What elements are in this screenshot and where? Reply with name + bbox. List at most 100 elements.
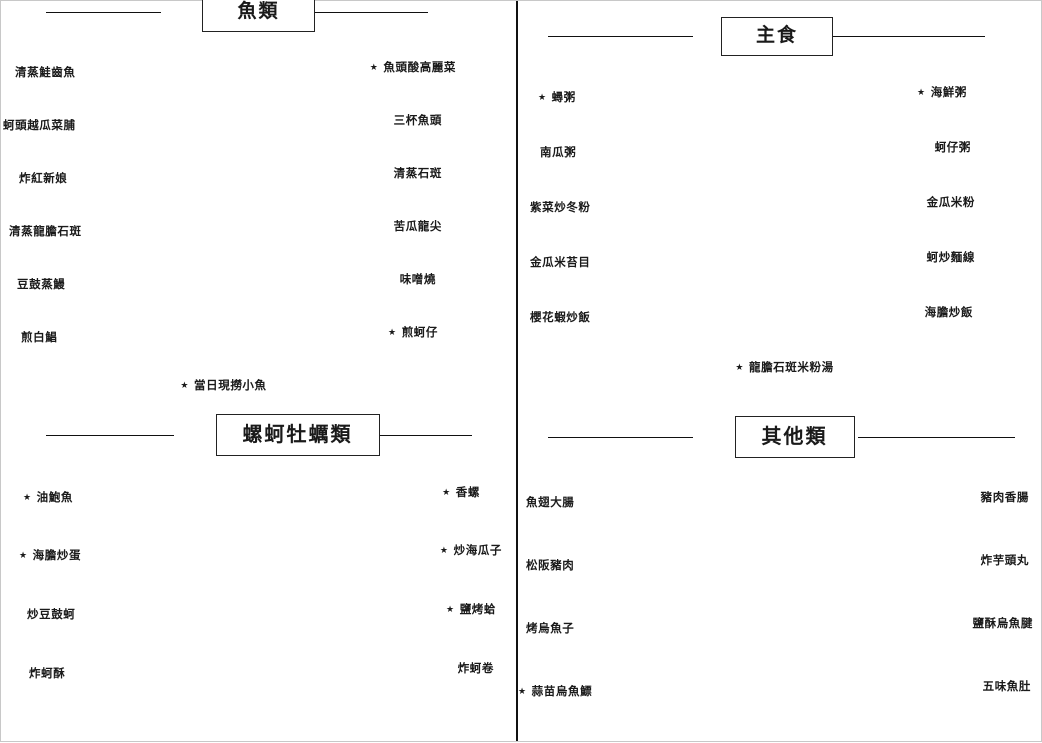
dish-row: 豆鼓蒸鰻 味噌燒 [1, 272, 516, 326]
dish-item: 櫻花蝦炒飯 [530, 310, 591, 324]
section-rule-left [548, 36, 693, 37]
dish-item: 炸蚵酥 [29, 666, 66, 680]
menu-left-page: 魚類 清蒸鮭齒魚 ★魚頭酸高麗菜 蚵頭越瓜菜脯 三杯魚頭 [1, 0, 516, 743]
section-snail-oyster-items: ★油鮑魚 ★香螺 ★海膽炒蛋 ★炒海瓜子 炒豆鼓蚵 ★鹽烤蛤 [1, 485, 516, 721]
dish-row: 炸紅新娘 清蒸石斑 [1, 166, 516, 220]
dish-item-featured: ★龍膽石斑米粉湯 [735, 360, 834, 374]
dish-item: 清蒸石斑 [393, 166, 442, 180]
dish-row: 蚵頭越瓜菜脯 三杯魚頭 [1, 113, 516, 167]
dish-item: ★魚頭酸高麗菜 [369, 60, 456, 74]
section-fish-items: 清蒸鮭齒魚 ★魚頭酸高麗菜 蚵頭越瓜菜脯 三杯魚頭 炸紅新娘 清 [1, 60, 516, 419]
dish-row: 松阪豬肉 炸芋頭丸 [518, 553, 1042, 617]
section-staple: 主食 [518, 13, 1042, 59]
dish-item: 豬肉香腸 [980, 490, 1029, 504]
section-snail-oyster-title: 螺蚵牡蠣類 [215, 414, 380, 456]
dish-row-centered: ★當日現撈小魚 [1, 378, 516, 419]
dish-item: 三杯魚頭 [393, 113, 442, 127]
star-icon: ★ [735, 363, 744, 373]
dish-item: 炸芋頭丸 [980, 553, 1029, 567]
section-snail-oyster-header: 螺蚵牡蠣類 [1, 412, 516, 458]
dish-item: 煎白鯧 [21, 330, 58, 344]
star-icon: ★ [439, 546, 449, 556]
dish-row: 清蒸鮭齒魚 ★魚頭酸高麗菜 [1, 60, 516, 114]
section-rule-left [46, 435, 174, 436]
dish-row: 櫻花蝦炒飯 海膽炒飯 [518, 305, 1042, 361]
dish-item: 松阪豬肉 [526, 558, 575, 572]
dish-row: ★蟳粥 ★海鮮粥 [518, 85, 1042, 141]
dish-item: 蚵仔粥 [934, 140, 971, 154]
dish-row: 紫菜炒冬粉 金瓜米粉 [518, 195, 1042, 251]
page-spine-divider [516, 1, 518, 741]
section-rule-right [858, 437, 1015, 438]
dish-item: 南瓜粥 [540, 145, 577, 159]
dish-item: 炸紅新娘 [19, 171, 68, 185]
star-icon: ★ [917, 88, 926, 98]
section-rule-left [46, 12, 161, 13]
dish-item: 金瓜米粉 [926, 195, 975, 209]
dish-item: 金瓜米苔目 [530, 255, 591, 269]
dish-row-centered: ★龍膽石斑米粉湯 [518, 360, 1042, 401]
star-icon: ★ [19, 551, 28, 561]
dish-row: 煎白鯧 ★煎蚵仔 [1, 325, 516, 379]
dish-item: 五味魚肚 [982, 679, 1031, 693]
section-staple-title: 主食 [720, 16, 833, 56]
section-staple-items: ★蟳粥 ★海鮮粥 南瓜粥 蚵仔粥 紫菜炒冬粉 金瓜米粉 [518, 85, 1042, 401]
section-rule-left [548, 437, 693, 438]
dish-item: 烤烏魚子 [526, 621, 575, 635]
dish-item: 紫菜炒冬粉 [530, 200, 591, 214]
dish-row: 炒豆鼓蚵 ★鹽烤蛤 [1, 602, 516, 662]
dish-item: 清蒸鮭齒魚 [15, 65, 76, 79]
dish-item: ★炒海瓜子 [439, 543, 502, 557]
dish-item: ★鹽烤蛤 [446, 602, 496, 616]
section-rule-right [293, 12, 428, 13]
dish-item-featured: ★當日現撈小魚 [180, 378, 267, 392]
dish-item: ★海鮮粥 [917, 85, 967, 99]
dish-row: 金瓜米苔目 蚵炒麵線 [518, 250, 1042, 306]
star-icon: ★ [446, 605, 455, 615]
menu-right-page: 主食 ★蟳粥 ★海鮮粥 南瓜粥 蚵仔粥 [518, 1, 1042, 743]
section-snail-oyster: 螺蚵牡蠣類 [1, 412, 516, 458]
star-icon: ★ [538, 93, 547, 103]
section-rule-right [823, 36, 985, 37]
dish-item: ★煎蚵仔 [388, 325, 438, 339]
dish-row: ★海膽炒蛋 ★炒海瓜子 [1, 543, 516, 603]
section-fish-title: 魚類 [202, 0, 315, 32]
star-icon: ★ [369, 63, 379, 73]
dish-item: 清蒸龍膽石斑 [9, 224, 82, 238]
dish-row: 炸蚵酥 炸蚵卷 [1, 661, 516, 721]
dish-row: 南瓜粥 蚵仔粥 [518, 140, 1042, 196]
section-fish: 魚類 [1, 0, 516, 35]
dish-item: ★油鮑魚 [23, 490, 73, 504]
dish-row: 魚翅大腸 豬肉香腸 [518, 490, 1042, 554]
dish-item: 魚翅大腸 [526, 495, 575, 509]
star-icon: ★ [23, 493, 32, 503]
section-fish-header: 魚類 [1, 0, 516, 35]
dish-item: 海膽炒飯 [924, 305, 973, 319]
dish-item: 味噌燒 [399, 272, 436, 286]
section-others: 其他類 [518, 414, 1042, 460]
dish-item: ★海膽炒蛋 [19, 548, 82, 562]
star-icon: ★ [442, 488, 451, 498]
dish-item: 豆鼓蒸鰻 [17, 277, 66, 291]
dish-item: ★香螺 [442, 485, 480, 499]
section-others-title: 其他類 [734, 416, 855, 458]
dish-item: ★蒜苗烏魚鰾 [518, 684, 593, 698]
dish-row: ★蒜苗烏魚鰾 五味魚肚 [518, 679, 1042, 743]
star-icon: ★ [388, 328, 397, 338]
section-staple-header: 主食 [518, 13, 1042, 59]
star-icon: ★ [180, 381, 190, 391]
section-rule-right [335, 435, 472, 436]
dish-item: 蚵頭越瓜菜脯 [3, 118, 76, 132]
dish-row: 烤烏魚子 鹽酥烏魚腱 [518, 616, 1042, 680]
section-others-header: 其他類 [518, 414, 1042, 460]
dish-item: 苦瓜龍尖 [393, 219, 442, 233]
dish-item: 炒豆鼓蚵 [27, 607, 76, 621]
dish-row: 清蒸龍膽石斑 苦瓜龍尖 [1, 219, 516, 273]
dish-item: ★蟳粥 [538, 90, 576, 104]
dish-item: 鹽酥烏魚腱 [972, 616, 1033, 630]
dish-item: 炸蚵卷 [457, 661, 494, 675]
dish-item: 蚵炒麵線 [926, 250, 975, 264]
section-others-items: 魚翅大腸 豬肉香腸 松阪豬肉 炸芋頭丸 烤烏魚子 鹽酥烏魚腱 [518, 490, 1042, 743]
dish-row: ★油鮑魚 ★香螺 [1, 485, 516, 544]
